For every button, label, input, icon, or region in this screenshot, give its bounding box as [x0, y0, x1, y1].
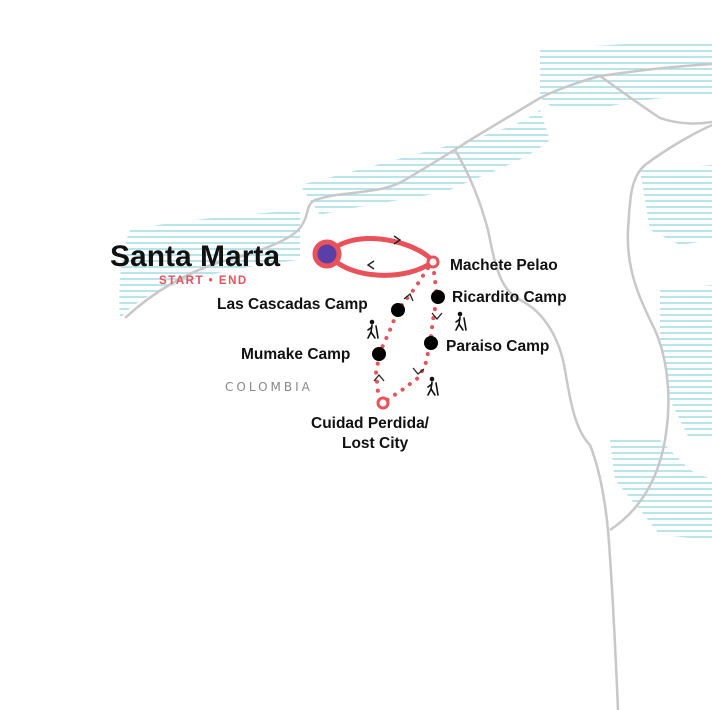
stop-label-lost-city-line2: Lost City — [342, 435, 409, 452]
stop-label-machete-pelao: Machete Pelao — [450, 257, 558, 274]
hiker-icon — [427, 376, 439, 396]
stop-label-paraiso-camp: Paraiso Camp — [446, 338, 549, 355]
stop-label-las-cascadas-camp: Las Cascadas Camp — [217, 296, 368, 313]
trek-down-left — [373, 266, 430, 404]
chevron-down-icon — [431, 312, 443, 321]
trek-chevrons — [373, 292, 443, 382]
chevron-up-icon — [403, 292, 414, 302]
chevron-left-icon — [366, 260, 375, 270]
las-cascadas-camp-marker[interactable] — [391, 303, 405, 317]
chevron-right-icon — [393, 235, 402, 245]
machete-pelao-marker[interactable] — [426, 255, 440, 269]
chevron-up-icon — [373, 373, 385, 382]
trek-route — [373, 262, 440, 404]
start-end-tag: START • END — [159, 275, 248, 287]
lost-city-marker[interactable] — [376, 396, 390, 410]
route-outbound — [325, 236, 435, 263]
chevron-down-icon — [412, 367, 425, 375]
mumake-camp-marker[interactable] — [372, 347, 386, 361]
hiker-icon — [367, 319, 379, 339]
direction-chevrons — [366, 235, 402, 270]
stop-label-lost-city-line1: Cuidad Perdida/ — [311, 415, 430, 432]
paraiso-camp-marker[interactable] — [424, 336, 438, 350]
ricardito-camp-marker[interactable] — [431, 290, 445, 304]
route-return — [325, 251, 435, 278]
country-label: COLOMBIA — [225, 380, 313, 394]
trek-up-right — [382, 262, 440, 404]
coastline — [124, 62, 712, 710]
hiker-icon — [455, 311, 467, 331]
stop-label-ricardito-camp: Ricardito Camp — [452, 289, 567, 306]
route-line — [325, 236, 435, 278]
sea-area — [119, 40, 712, 540]
stop-label-mumake-camp: Mumake Camp — [241, 346, 350, 363]
start-city-marker[interactable] — [312, 239, 342, 269]
start-city-label: Santa Marta — [110, 240, 280, 273]
